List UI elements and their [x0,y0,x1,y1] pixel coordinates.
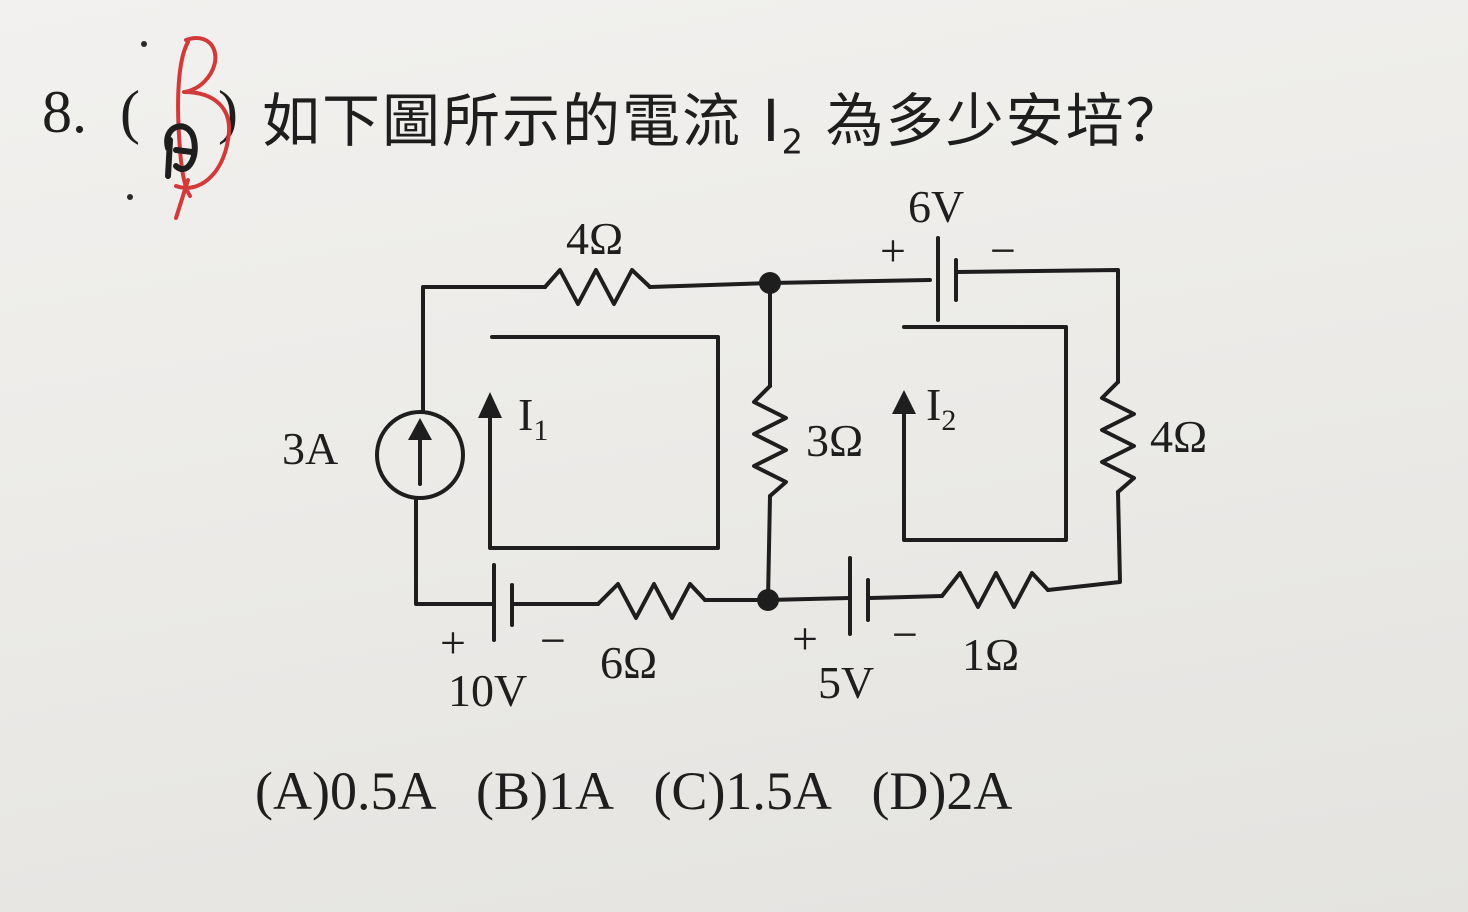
label-loop2-current: I2 [926,379,957,438]
label-right-resistor: 4Ω [1150,411,1208,462]
label-top-battery: 6V [908,181,965,232]
question-text-sub: 2 [781,122,806,163]
wire-right-bottom [1046,490,1122,592]
junction-top [759,272,781,294]
option-a: (A)0.5A [255,761,437,821]
junction-bottom [757,589,779,611]
option-c: (C)1.5A [653,761,832,821]
wire-bottom-right-mid [868,594,944,600]
handwritten-a-mark [164,123,198,179]
label-bottom-left-battery: 10V [448,665,528,716]
label-top-resistor: 4Ω [566,213,624,264]
label-current-source: 3A [282,423,339,474]
answer-paren-open: ( [120,79,140,145]
label-loop1-current: I1 [518,389,549,448]
wire-top-mid [648,278,932,289]
loop2-current-path [902,325,1068,542]
current-source-arrowhead [408,418,432,440]
question-text-after: 為多少安培？ [805,87,1186,155]
pencil-dot-top [141,41,147,47]
label-middle-resistor: 3Ω [806,415,864,466]
answer-options: (A)0.5A (B)1A (C)1.5A (D)2A [255,760,1038,822]
resistor-right-4ohm [1100,380,1136,494]
option-b: (B)1A [475,761,614,821]
handwritten-b-mark [174,36,232,220]
wire-top-left [421,285,547,414]
resistor-top-4ohm [543,268,652,306]
question-number: 8. [42,79,87,145]
wire-middle-bottom [766,494,772,602]
pencil-dot-bottom [127,194,133,200]
resistor-bottom-6ohm [596,582,707,620]
question-text: 如下圖所示的電流 I2 為多少安培？ [262,74,1186,163]
answer-paren-close: ) [218,79,238,145]
loop1-current-path [488,335,720,550]
wire-top-right [954,268,1120,384]
resistor-middle-3ohm [752,384,788,498]
label-top-battery-plus: + [880,225,906,276]
label-bottom-left-plus: + [440,617,466,668]
wire-bottom-left [414,496,496,606]
label-bottom-mid-battery: 5V [818,657,875,708]
resistor-bottom-1ohm [940,571,1050,609]
option-d: (D)2A [871,761,1013,821]
label-bottom-right-resistor: 1Ω [962,629,1020,680]
current-source-circle [375,410,465,500]
label-bottom-mid-minus: − [892,609,918,660]
loop2-arrowhead [892,390,916,414]
label-bottom-mid-plus: + [792,613,818,664]
label-bottom-left-minus: − [540,615,566,666]
loop1-arrowhead [478,392,502,418]
label-top-battery-minus: − [990,225,1016,276]
question-text-before: 如下圖所示的電流 I [262,87,782,155]
label-bottom-left-resistor: 6Ω [600,637,658,688]
